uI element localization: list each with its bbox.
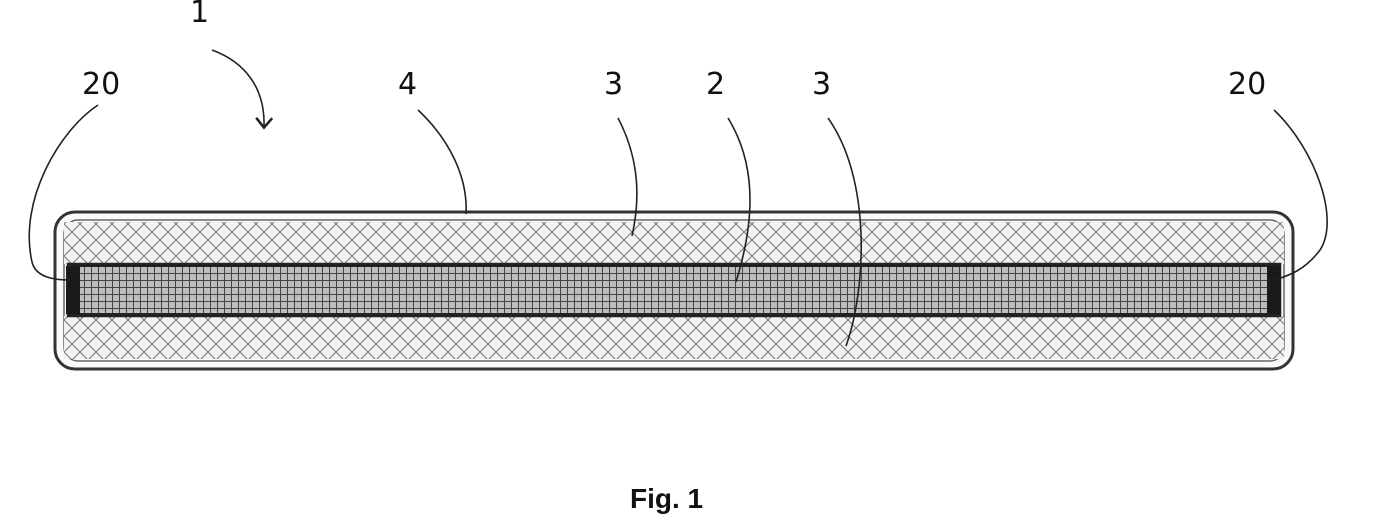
end-seal-right — [1267, 266, 1281, 314]
leader-outer — [418, 110, 466, 214]
figure-caption: Fig. 1 — [630, 483, 703, 514]
label-lower: 3 — [812, 67, 831, 102]
label-upper: 3 — [604, 67, 623, 102]
core-layer — [68, 264, 1280, 316]
leader-device — [212, 50, 264, 126]
upper-layer — [64, 222, 1284, 264]
label-outer: 4 — [398, 67, 417, 102]
lower-layer — [64, 316, 1284, 359]
label-core: 2 — [706, 67, 725, 102]
label-end-right: 20 — [1228, 67, 1266, 102]
label-device: 1 — [190, 0, 209, 30]
end-seal-left — [66, 266, 80, 314]
label-end-left: 20 — [82, 67, 120, 102]
